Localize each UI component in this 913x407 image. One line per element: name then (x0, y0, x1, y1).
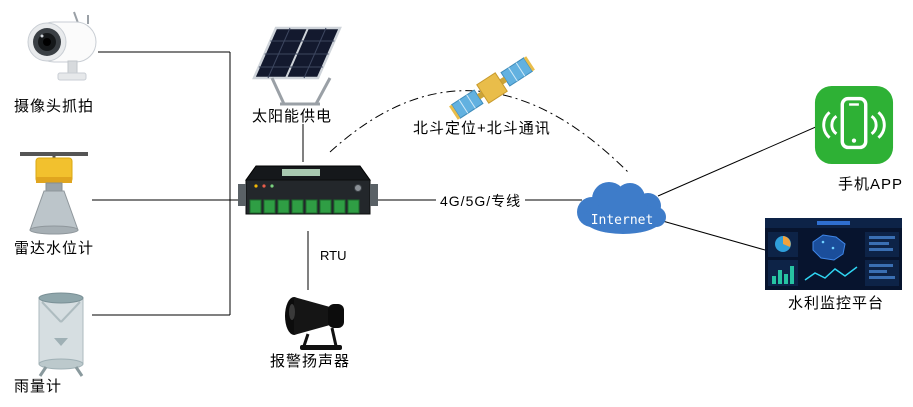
rain-gauge-node (26, 286, 96, 378)
solar-label: 太阳能供电 (252, 108, 333, 125)
solar-panel-icon (252, 26, 342, 106)
phone-app-node (813, 84, 895, 166)
satellite-icon (449, 56, 535, 120)
phone-app-icon (814, 85, 894, 165)
speaker-node (278, 288, 353, 354)
beidou-label: 北斗定位+北斗通讯 (413, 120, 551, 137)
line-internet-phone (657, 125, 819, 197)
solar-node (246, 20, 346, 108)
line-internet-platform (651, 217, 773, 253)
internet-text: Internet (591, 213, 654, 228)
platform-dashboard-icon (765, 218, 902, 290)
speaker-label: 报警扬声器 (270, 353, 351, 370)
radar-node (14, 146, 94, 238)
internet-node: Internet (566, 174, 670, 238)
internet-cloud-icon: Internet (577, 182, 666, 234)
rtu-icon (238, 165, 378, 215)
rtu-label: RTU (320, 248, 347, 263)
phone-app-label: 手机APP (838, 176, 904, 193)
rain-gauge-label: 雨量计 (14, 378, 63, 395)
alarm-speaker-icon (285, 297, 344, 350)
camera-icon (27, 11, 97, 81)
platform-node (765, 218, 902, 290)
radar-icon (20, 152, 88, 235)
rtu-node (234, 158, 378, 232)
wan-link-label: 4G/5G/专线 (436, 191, 526, 211)
rain-gauge-icon (38, 292, 84, 377)
camera-node (16, 6, 108, 98)
camera-label: 摄像头抓拍 (14, 98, 95, 115)
beidou-satellite-node (446, 52, 538, 124)
platform-label: 水利监控平台 (788, 295, 885, 312)
radar-label: 雷达水位计 (14, 240, 95, 257)
